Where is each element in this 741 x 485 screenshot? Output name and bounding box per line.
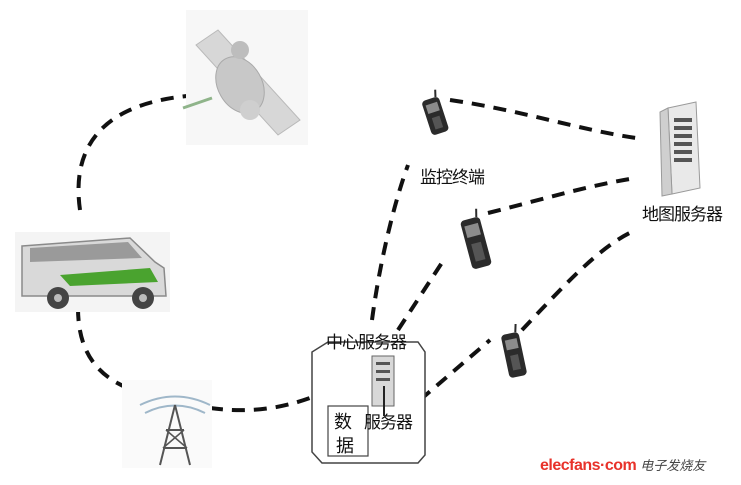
label-data-server-3: 服务器 bbox=[364, 413, 413, 432]
satellite-icon bbox=[182, 10, 308, 145]
link-vehicle-satellite bbox=[76, 93, 201, 211]
mobile-phone-icon bbox=[460, 208, 492, 269]
link-phone3-map bbox=[520, 228, 637, 332]
label-center-server: 中心服务器 bbox=[326, 333, 407, 352]
vehicle-icon bbox=[15, 232, 170, 312]
link-center-phone2 bbox=[396, 256, 447, 332]
link-center-phone3 bbox=[418, 338, 492, 402]
mobile-phone-icon bbox=[501, 323, 527, 378]
center-server-box bbox=[311, 341, 426, 464]
link-center-monitor bbox=[370, 164, 410, 321]
cell-tower-icon bbox=[122, 380, 212, 468]
watermark-brand: elecfans·com bbox=[540, 457, 637, 474]
link-monitor-map bbox=[449, 98, 637, 140]
label-map-server: 地图服务器 bbox=[642, 205, 723, 224]
link-vehicle-tower bbox=[76, 307, 166, 402]
link-tower-center bbox=[209, 393, 319, 413]
label-data-server-1: 数 bbox=[334, 412, 352, 432]
link-phone2-map bbox=[487, 176, 637, 215]
watermark-chinese: 电子发烧友 bbox=[640, 459, 706, 474]
label-monitor-terminal: 监控终端 bbox=[420, 168, 485, 187]
data-server-icon bbox=[371, 355, 395, 416]
label-data-server-2: 据 bbox=[336, 436, 354, 456]
mobile-phone-icon bbox=[422, 89, 449, 135]
server-tower-icon bbox=[659, 101, 701, 197]
